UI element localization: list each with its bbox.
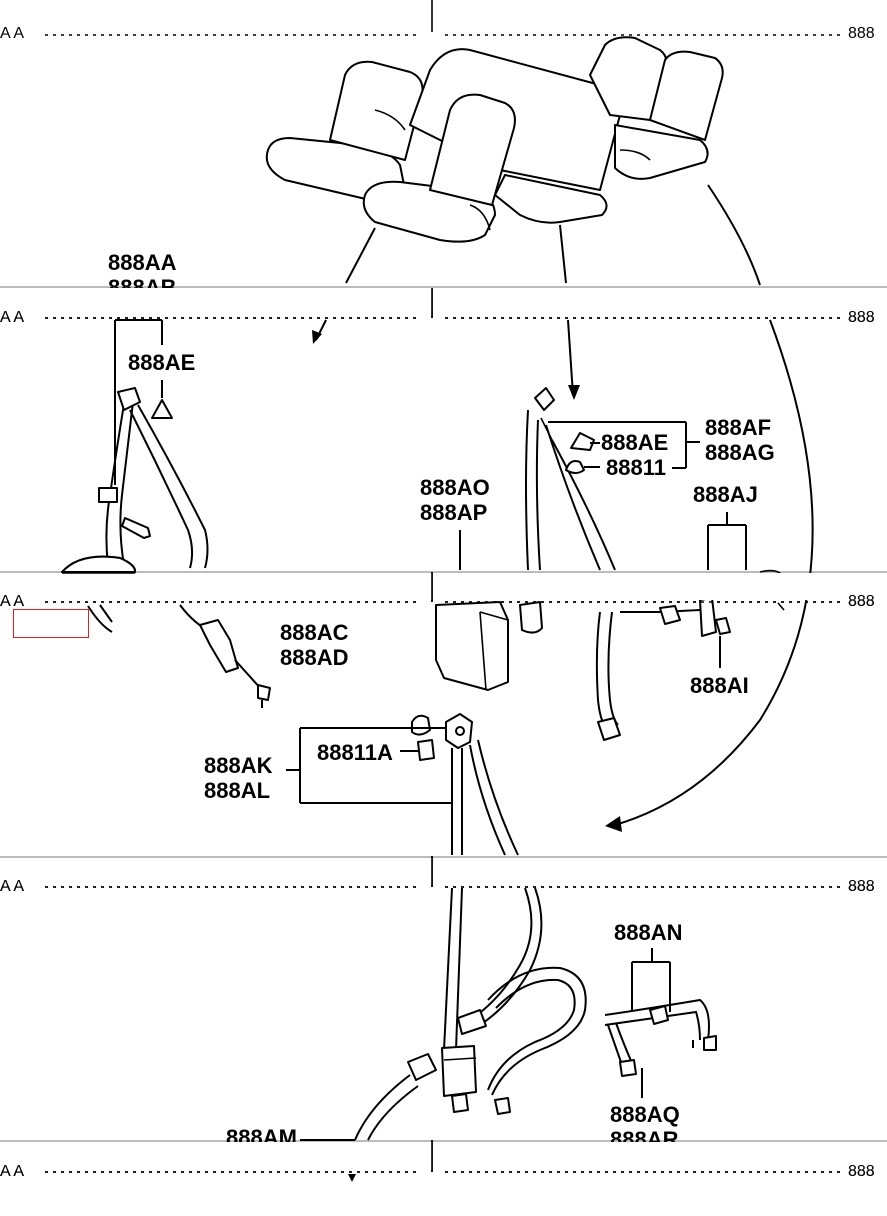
bracket-888aj bbox=[707, 512, 747, 570]
lower-right-belt-assembly bbox=[604, 998, 717, 1098]
label-888aj: 888AJ bbox=[693, 482, 758, 507]
box-part-888ao bbox=[435, 530, 509, 691]
vehicle-seats-illustration bbox=[265, 36, 724, 243]
edge-mark-right: 888 bbox=[848, 309, 875, 326]
edge-mark-left: A A bbox=[0, 25, 24, 42]
bracket-888af bbox=[548, 421, 700, 474]
edge-mark-right: 888 bbox=[848, 593, 875, 610]
right-upper-belt-assembly bbox=[519, 387, 785, 741]
label-88811: 88811 bbox=[606, 455, 666, 480]
lower-left-belt bbox=[300, 1053, 437, 1141]
label-888ap: 888AP bbox=[420, 500, 487, 525]
label-888ad: 888AD bbox=[280, 645, 348, 670]
edge-mark-right: 888 bbox=[848, 1163, 875, 1180]
edge-mark-left: A A bbox=[0, 1163, 24, 1180]
label-888ai: 888AI bbox=[690, 673, 749, 698]
label-888ac: 888AC bbox=[280, 620, 349, 645]
label-888aq: 888AQ bbox=[610, 1102, 680, 1127]
label-888an: 888AN bbox=[614, 920, 682, 945]
bracket-888an bbox=[631, 948, 671, 1012]
label-888ae: 888AE bbox=[128, 350, 195, 375]
edge-mark-left: A A bbox=[0, 593, 24, 610]
label-888al: 888AL bbox=[204, 778, 270, 803]
edge-mark-right: 888 bbox=[848, 878, 875, 895]
label-888af: 888AF bbox=[705, 415, 771, 440]
edge-mark-left: A A bbox=[0, 309, 24, 326]
label-888ag: 888AG bbox=[705, 440, 775, 465]
center-belt-assembly bbox=[286, 713, 587, 1115]
part-labels: 888AA 888AB 888AE 888AF 888AG 888AE 8881… bbox=[108, 250, 775, 1152]
label-88811a: 88811A bbox=[317, 740, 393, 765]
tile-seams-overlay: A A 888 A A 888 A A 888 A A 888 bbox=[0, 288, 875, 1182]
bracket-888aa bbox=[114, 319, 173, 485]
label-888ao: 888AO bbox=[420, 475, 490, 500]
label-888aa: 888AA bbox=[108, 250, 177, 275]
selection-highlight[interactable] bbox=[13, 609, 89, 638]
leader-arrows bbox=[312, 184, 814, 832]
edge-mark-right: 888 bbox=[848, 25, 875, 42]
left-belt-assembly bbox=[61, 387, 271, 708]
tile-gaps bbox=[0, 288, 887, 1170]
label-888ak: 888AK bbox=[204, 753, 273, 778]
edge-mark-left: A A bbox=[0, 878, 24, 895]
label-888ae: 888AE bbox=[601, 430, 668, 455]
